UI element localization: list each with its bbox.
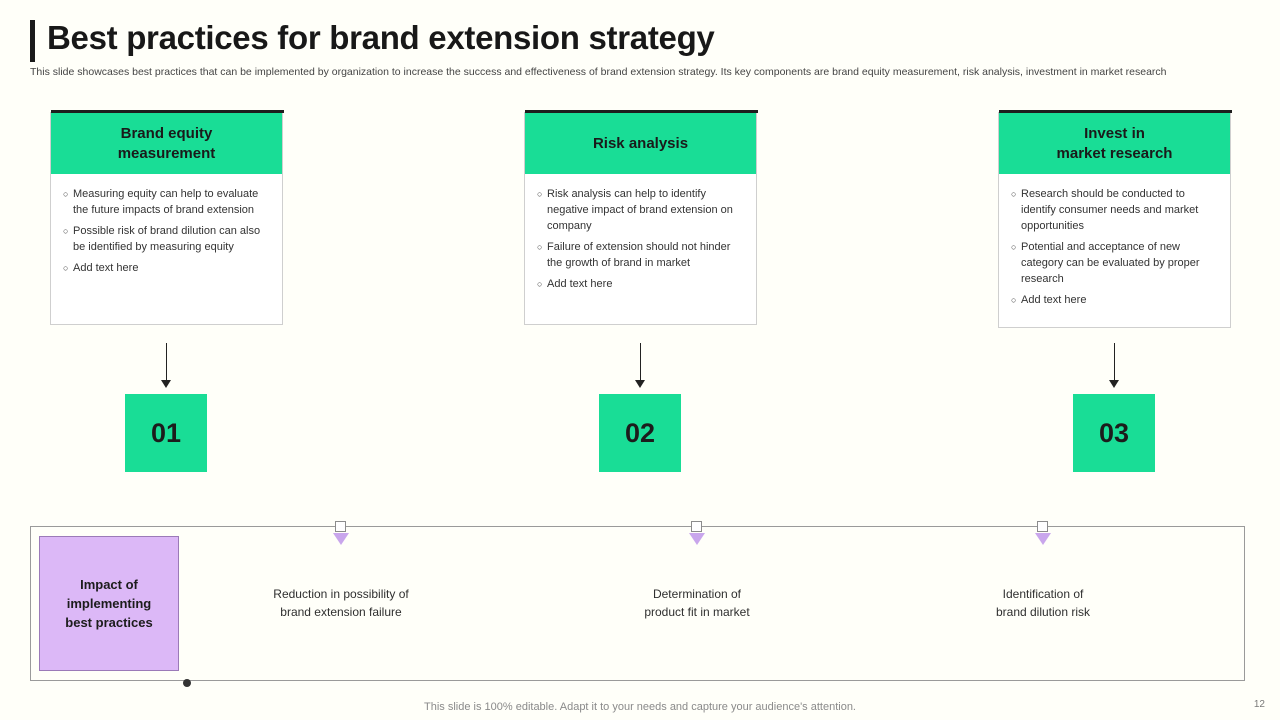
caption-2: Determination of product fit in market — [587, 585, 807, 621]
impact-line1: Impact of — [80, 577, 138, 592]
card-top-accent — [999, 110, 1232, 113]
caption-1: Reduction in possibility of brand extens… — [231, 585, 451, 621]
timeline-pointer-3 — [1035, 533, 1051, 545]
caption-line1: Identification of — [1002, 587, 1084, 601]
card-risk-analysis[interactable]: Risk analysis ○ Risk analysis can help t… — [524, 110, 758, 325]
card-top-accent — [51, 110, 284, 113]
timeline-pointer-2 — [689, 533, 705, 545]
card-header-market-research: Invest in market research — [999, 113, 1230, 174]
list-item: ○ Possible risk of brand dilution can al… — [61, 223, 272, 255]
page-number: 12 — [1253, 699, 1265, 710]
impact-line3: best practices — [65, 615, 153, 630]
list-item: ○ Risk analysis can help to identify neg… — [535, 186, 746, 234]
bullet-text: Possible risk of brand dilution can also… — [73, 225, 261, 253]
bullet-text: Risk analysis can help to identify negat… — [547, 188, 733, 232]
caption-line2: product fit in market — [644, 605, 750, 619]
card-header-line2: measurement — [117, 144, 216, 162]
impact-section-frame — [30, 526, 1245, 681]
card-header-line1: Invest in — [1084, 124, 1145, 142]
timeline-marker-1 — [335, 521, 346, 532]
list-item: ○ Measuring equity can help to evaluate … — [61, 186, 272, 218]
card-body-brand-equity: ○ Measuring equity can help to evaluate … — [51, 174, 282, 324]
caption-line1: Determination of — [652, 587, 742, 601]
timeline-marker-3 — [1037, 521, 1048, 532]
connector-arrow-3 — [1114, 343, 1115, 381]
number-text: 01 — [150, 417, 182, 448]
card-header-line2: market research — [1056, 144, 1173, 162]
impact-text: Impact of implementing best practices — [65, 575, 152, 632]
bullet-text: Failure of extension should not hinder t… — [547, 241, 731, 269]
bullet-text: Research should be conducted to identify… — [1021, 188, 1199, 232]
card-header-line1: Brand equity — [120, 124, 213, 142]
caption-line2: brand dilution risk — [995, 605, 1091, 619]
list-item: ○ Research should be conducted to identi… — [1009, 186, 1220, 234]
card-header-text: Brand equity measurement — [118, 124, 216, 164]
page-title: Best practices for brand extension strat… — [30, 18, 715, 62]
connector-arrow-2 — [640, 343, 641, 381]
list-item: ○ Add text here — [535, 276, 746, 292]
list-item: ○ Potential and acceptance of new catego… — [1009, 239, 1220, 287]
list-item: ○ Failure of extension should not hinder… — [535, 239, 746, 271]
circle-bullet-icon: ○ — [1011, 189, 1017, 199]
circle-bullet-icon: ○ — [1011, 242, 1017, 252]
bullet-text: Measuring equity can help to evaluate th… — [73, 188, 259, 216]
title-text: Best practices for brand extension strat… — [47, 19, 715, 56]
list-item: ○ Add text here — [61, 260, 272, 276]
timeline-marker-2 — [691, 521, 702, 532]
impact-box: Impact of implementing best practices — [39, 536, 179, 671]
list-item: ○ Add text here — [1009, 292, 1220, 308]
card-header-line1: Risk analysis — [592, 134, 689, 152]
circle-bullet-icon: ○ — [63, 226, 69, 236]
caption-line1: Reduction in possibility of — [273, 587, 409, 601]
bullet-text: Add text here — [73, 262, 139, 274]
circle-bullet-icon: ○ — [63, 189, 69, 199]
caption-3: Identification of brand dilution risk — [933, 585, 1153, 621]
connector-arrow-head-3 — [1109, 380, 1119, 388]
caption-line2: brand extension failure — [280, 605, 402, 619]
title-accent-bar — [30, 20, 35, 62]
number-text: 02 — [624, 417, 656, 448]
circle-bullet-icon: ○ — [537, 242, 543, 252]
card-header-text: Risk analysis — [593, 134, 688, 154]
slide-subtitle: This slide showcases best practices that… — [30, 66, 1167, 78]
impact-line2: implementing — [66, 596, 152, 611]
bullet-text: Potential and acceptance of new category… — [1021, 241, 1200, 285]
card-market-research[interactable]: Invest in market research ○ Research sho… — [998, 110, 1232, 328]
card-header-text: Invest in market research — [1057, 124, 1173, 164]
card-header-brand-equity: Brand equity measurement — [51, 113, 282, 174]
connector-arrow-head-1 — [161, 380, 171, 388]
card-body-risk-analysis: ○ Risk analysis can help to identify neg… — [525, 174, 756, 324]
circle-bullet-icon: ○ — [63, 263, 69, 273]
circle-bullet-icon: ○ — [537, 279, 543, 289]
connector-arrow-1 — [166, 343, 167, 381]
decorative-dot — [183, 679, 191, 687]
number-text: 03 — [1098, 417, 1130, 448]
connector-arrow-head-2 — [635, 380, 645, 388]
card-brand-equity[interactable]: Brand equity measurement ○ Measuring equ… — [50, 110, 284, 325]
bullet-text: Add text here — [547, 278, 613, 290]
footer-note: This slide is 100% editable. Adapt it to… — [424, 701, 856, 713]
card-body-market-research: ○ Research should be conducted to identi… — [999, 174, 1230, 327]
bullet-text: Add text here — [1021, 294, 1087, 306]
timeline-pointer-1 — [333, 533, 349, 545]
card-top-accent — [525, 110, 758, 113]
card-header-risk-analysis: Risk analysis — [525, 113, 756, 174]
circle-bullet-icon: ○ — [1011, 295, 1017, 305]
circle-bullet-icon: ○ — [537, 189, 543, 199]
number-box-02: 02 — [599, 394, 681, 472]
number-box-01: 01 — [125, 394, 207, 472]
number-box-03: 03 — [1073, 394, 1155, 472]
